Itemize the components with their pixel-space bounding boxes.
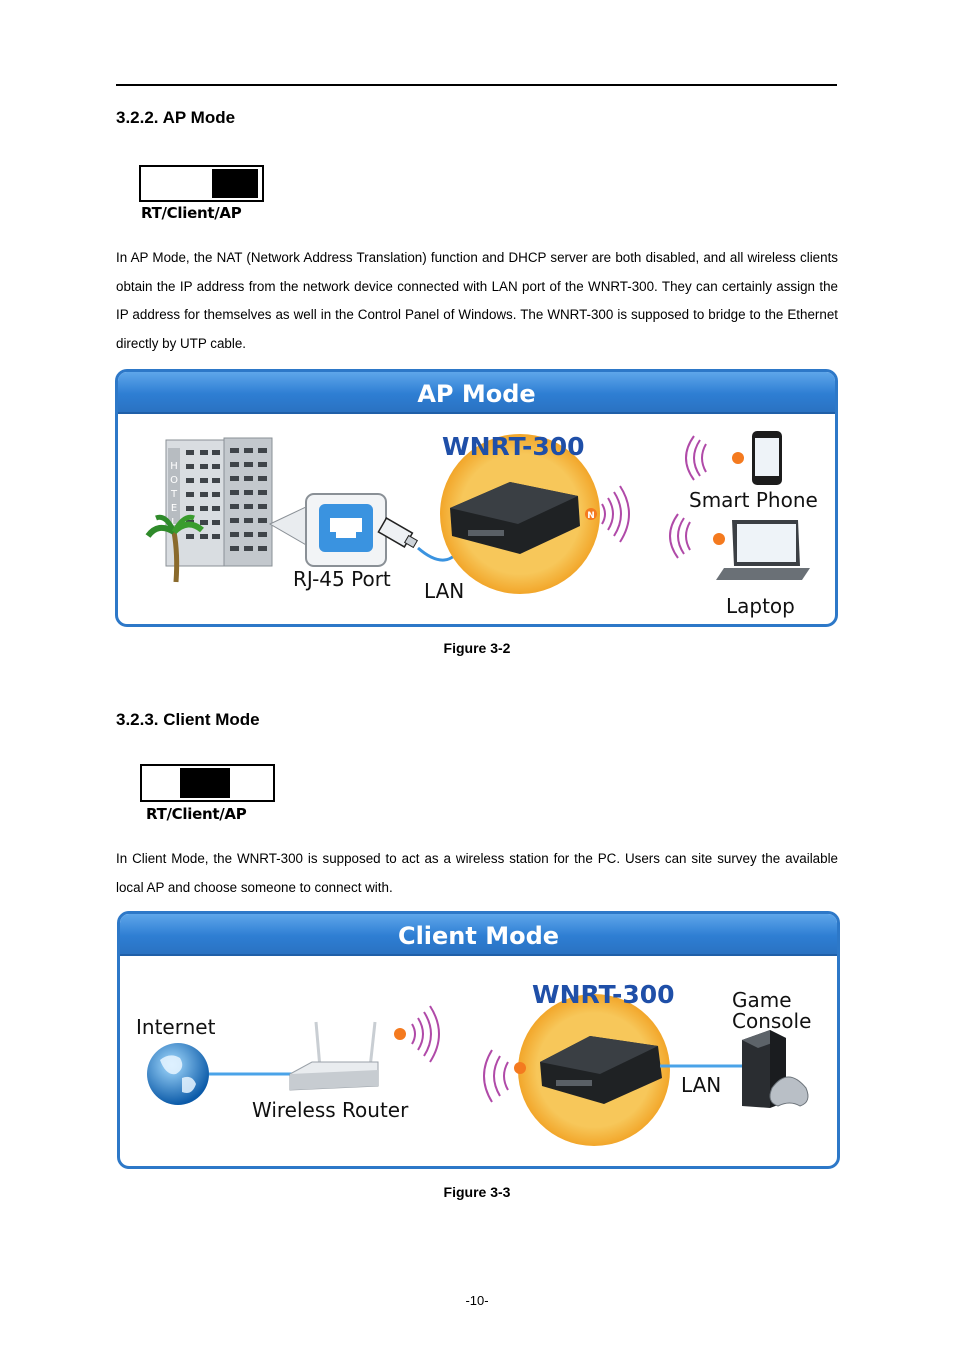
game-console-icon [742, 1030, 809, 1108]
ethernet-plug-icon [377, 517, 419, 549]
ap-mode-diagram: AP Mode [115, 369, 838, 627]
client-mode-illustration [147, 994, 809, 1146]
hotel-sign-letter-1: H [170, 461, 178, 472]
client-mode-paragraph: In Client Mode, the WNRT-300 is supposed… [116, 851, 838, 895]
wireless-n-badge-icon [585, 508, 597, 520]
diagram-title: Client Mode [120, 914, 837, 956]
n-badge-label: N [587, 511, 595, 521]
client-mode-diagram: Client Mode [117, 911, 840, 1169]
rj45-port-label: RJ-45 Port [293, 567, 391, 591]
device-name: WNRT-300 [442, 432, 585, 461]
hotel-sign-letter-5: L [171, 517, 177, 528]
switch-label: RT/Client/AP [141, 204, 242, 222]
palm-tree-icon [145, 514, 204, 583]
switch-knob [212, 169, 258, 198]
hotel-icon [165, 437, 273, 567]
diagram-title: AP Mode [118, 372, 835, 414]
wireless-router-icon [289, 1021, 379, 1091]
switch-label: RT/Client/AP [146, 805, 247, 823]
wnrt-300-router-icon [450, 482, 580, 554]
figure-caption: Figure 3-3 [443, 1184, 511, 1200]
internet-label: Internet [136, 1015, 216, 1039]
wnrt-300-router-icon [540, 1036, 662, 1104]
switch-knob [180, 768, 230, 798]
device-name: WNRT-300 [532, 980, 675, 1009]
section-heading-client-mode: 3.2.3. Client Mode [116, 710, 260, 729]
page-number: -10- [465, 1293, 489, 1308]
wireless-router-label: Wireless Router [252, 1098, 409, 1122]
ap-mode-paragraph: In AP Mode, the NAT (Network Address Tra… [116, 250, 838, 352]
ap-mode-description: In AP Mode, the NAT (Network Address Tra… [116, 244, 838, 359]
header-rule [116, 84, 837, 86]
lan-label: LAN [681, 1073, 722, 1097]
wifi-waves-icon [411, 1005, 440, 1063]
hotel-sign-letter-3: T [170, 489, 178, 500]
wireless-n-badge-icon [394, 1028, 406, 1040]
wireless-n-badge-icon [732, 452, 744, 464]
wireless-n-badge-icon [713, 533, 725, 545]
figure-caption: Figure 3-2 [443, 640, 511, 656]
smart-phone-label: Smart Phone [689, 488, 818, 512]
game-console-label-line-1: Game [732, 988, 792, 1012]
mode-switch-client [140, 764, 276, 804]
hotel-sign-letter-2: O [170, 475, 178, 486]
mode-switch-ap [139, 165, 265, 205]
wifi-waves-icon [483, 1049, 509, 1103]
section-heading-ap-mode: 3.2.2. AP Mode [116, 108, 236, 127]
wifi-waves-icon [685, 435, 707, 481]
laptop-label: Laptop [726, 594, 795, 618]
internet-globe-icon [147, 1043, 209, 1105]
hotel-sign-letter-4: E [171, 503, 177, 514]
ap-mode-illustration: H O T E L [145, 431, 810, 594]
wireless-n-badge-icon [514, 1062, 526, 1074]
wifi-waves-icon [601, 485, 630, 543]
wifi-waves-icon [669, 513, 691, 559]
client-mode-description: In Client Mode, the WNRT-300 is supposed… [116, 845, 838, 902]
lan-label: LAN [424, 579, 465, 603]
game-console-label-line-2: Console [732, 1009, 812, 1033]
